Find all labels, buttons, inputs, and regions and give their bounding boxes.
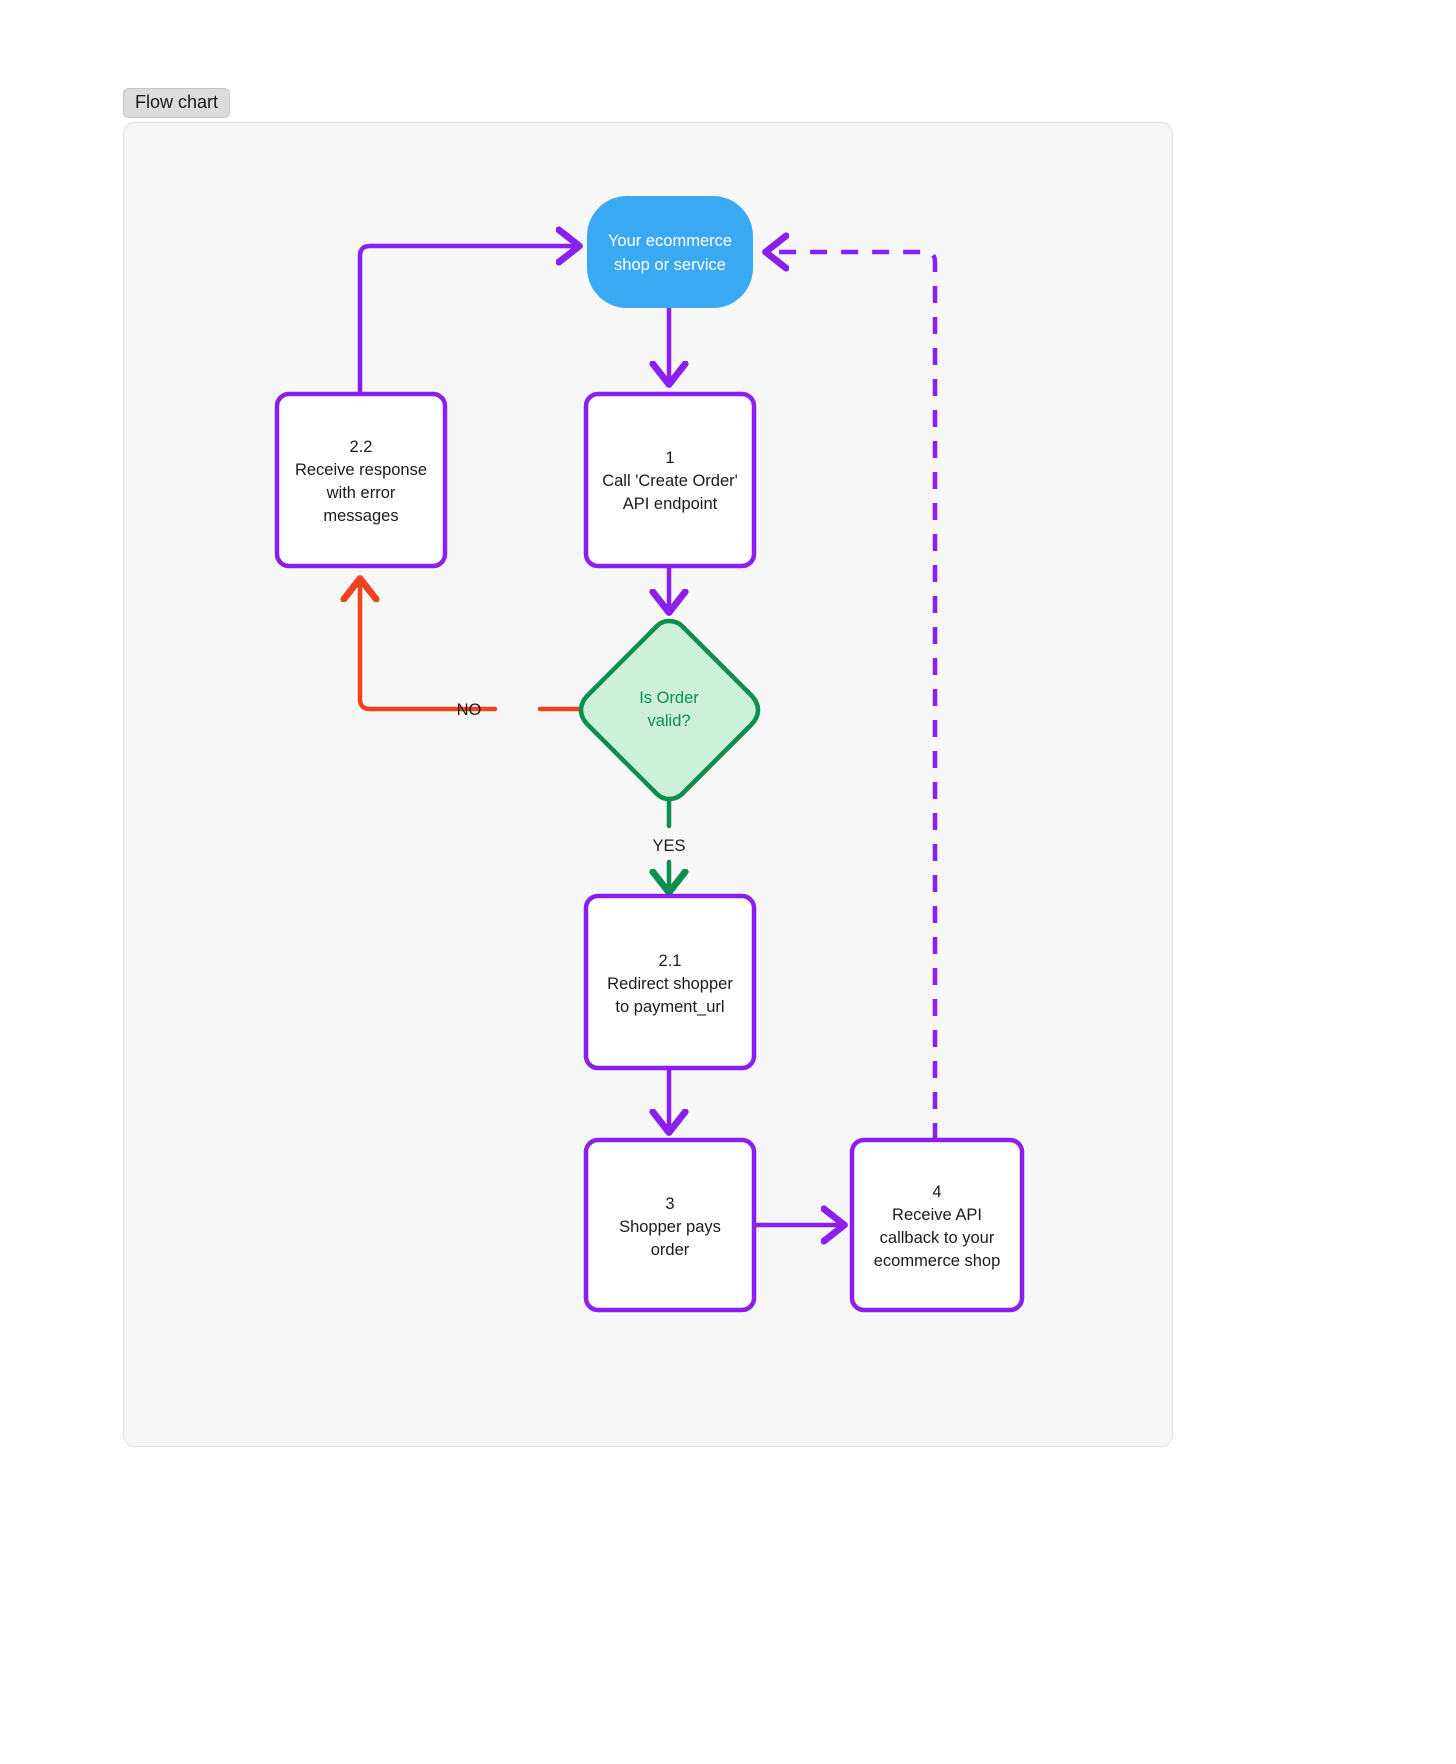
- node-step-4[interactable]: 4 Receive API callback to your ecommerce…: [849, 1137, 1025, 1313]
- edge-decision-yes-to-step21: YES: [652, 790, 685, 888]
- node-step-2-1[interactable]: 2.1 Redirect shopper to payment_url: [583, 893, 757, 1071]
- node-step22-line4: messages: [323, 507, 398, 525]
- node-step4-shape: [849, 1137, 1025, 1313]
- node-decision-shape: [578, 618, 761, 802]
- node-step1-line1: 1: [665, 449, 674, 467]
- node-step1-shape: [583, 391, 757, 569]
- node-step3-line3: order: [651, 1241, 690, 1259]
- node-step-2-2[interactable]: 2.2 Receive response with error messages: [274, 391, 448, 569]
- node-step3-line2: Shopper pays: [619, 1218, 721, 1236]
- node-step21-line2: Redirect shopper: [607, 975, 733, 993]
- node-step-1[interactable]: 1 Call 'Create Order' API endpoint: [583, 391, 757, 569]
- node-step21-line3: to payment_url: [615, 998, 724, 1016]
- node-step22-line1: 2.2: [350, 438, 373, 456]
- node-step-3[interactable]: 3 Shopper pays order: [583, 1137, 757, 1313]
- edge-label-yes: YES: [652, 837, 685, 855]
- node-shop-shape: [587, 196, 753, 308]
- node-step3-line1: 3: [665, 1195, 674, 1213]
- edge-decision-no-to-step22: NO: [360, 583, 588, 719]
- node-step3-shape: [583, 1137, 757, 1313]
- node-step4-line2: Receive API: [892, 1206, 982, 1224]
- node-step4-line3: callback to your: [880, 1229, 995, 1247]
- node-decision-line1: Is Order: [639, 689, 699, 707]
- tab-bar: Flow chart: [123, 88, 231, 118]
- node-decision-is-order-valid[interactable]: Is Order valid?: [578, 618, 761, 802]
- edge-label-no: NO: [457, 701, 482, 719]
- node-step4-line4: ecommerce shop: [874, 1252, 1001, 1270]
- node-step22-line2: Receive response: [295, 461, 427, 479]
- tab-flow-chart[interactable]: Flow chart: [123, 88, 231, 118]
- node-step22-line3: with error: [326, 484, 396, 502]
- node-step1-line3: API endpoint: [623, 495, 718, 513]
- node-decision-line2: valid?: [647, 712, 690, 730]
- node-step1-line2: Call 'Create Order': [602, 472, 738, 490]
- node-shop-line2: shop or service: [614, 256, 726, 274]
- edge-step4-to-shop-dashed: [770, 252, 938, 1140]
- node-shop-line1: Your ecommerce: [608, 232, 732, 250]
- node-your-ecommerce-shop[interactable]: Your ecommerce shop or service: [587, 196, 753, 308]
- node-step21-line1: 2.1: [659, 952, 682, 970]
- node-step21-shape: [583, 893, 757, 1071]
- node-step22-shape: [274, 391, 448, 569]
- edge-step22-to-shop: [357, 246, 575, 397]
- node-step4-line1: 4: [932, 1183, 941, 1201]
